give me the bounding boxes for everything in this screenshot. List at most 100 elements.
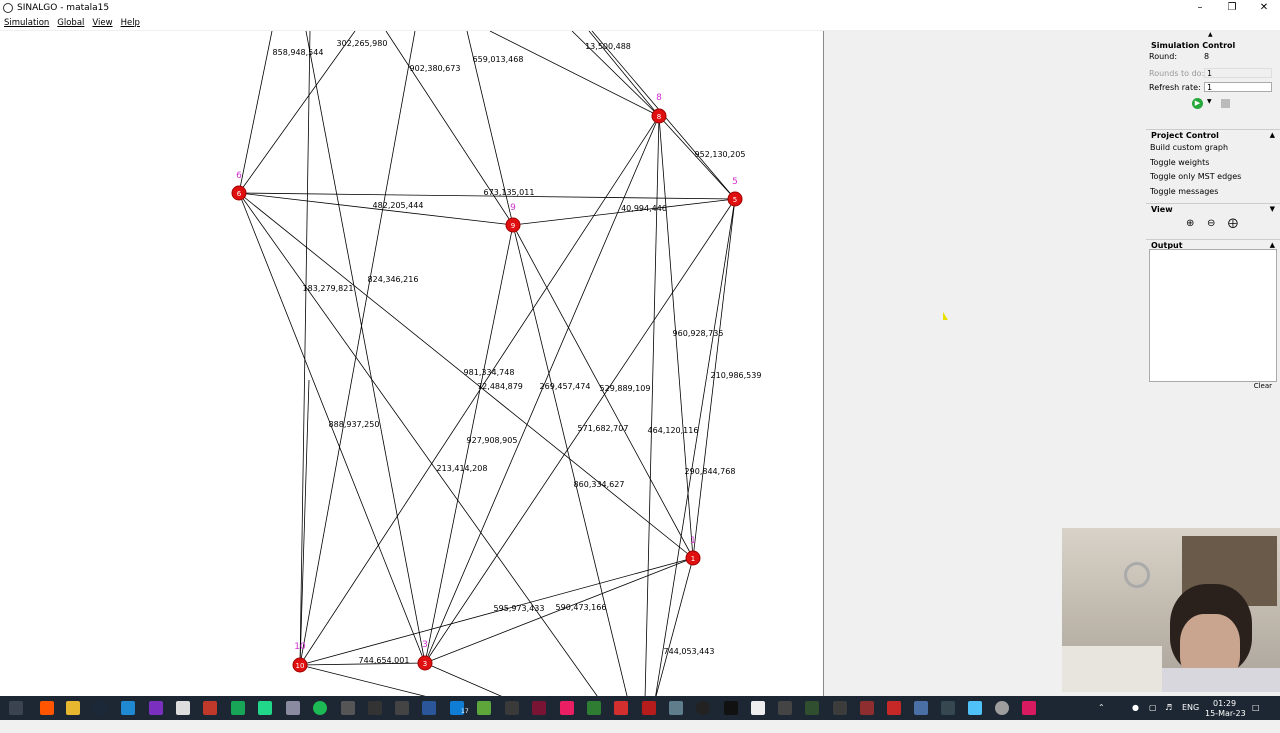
word-icon[interactable]: [422, 701, 436, 715]
netflix-icon[interactable]: [614, 701, 628, 715]
app-icon-33[interactable]: [914, 701, 928, 715]
app-icon-7[interactable]: [203, 701, 217, 715]
menu-help[interactable]: Help: [120, 17, 140, 28]
node-id-label: 3: [422, 640, 428, 650]
notification-count: 17: [461, 708, 469, 715]
dropdown-arrow-icon[interactable]: ▼: [1207, 98, 1212, 105]
app-icon-12[interactable]: [341, 701, 355, 715]
app-icon-29[interactable]: [805, 701, 819, 715]
edge: [655, 198, 736, 696]
simulation-control-title: Simulation Control: [1151, 41, 1236, 50]
windows-start-icon[interactable]: [9, 701, 23, 715]
app-icon-21[interactable]: [587, 701, 601, 715]
edge-weight: 302,265,980: [337, 39, 388, 48]
app-icon-27[interactable]: [751, 701, 765, 715]
vscode-icon[interactable]: [121, 701, 135, 715]
title-bar: SINALGO - matala15 – ❐ ✕: [0, 0, 1280, 15]
app-icon-18[interactable]: [505, 701, 519, 715]
scroll-up-icon[interactable]: ▲: [1208, 31, 1213, 38]
app-icon-34[interactable]: [941, 701, 955, 715]
microphone-icon[interactable]: ●: [1132, 703, 1139, 712]
notifications-icon[interactable]: □: [1252, 703, 1260, 712]
expand-icon[interactable]: ▼: [1269, 205, 1275, 213]
node-id-label: 10: [294, 642, 306, 652]
volume-icon[interactable]: ♬: [1165, 703, 1173, 712]
app-icon-30[interactable]: [833, 701, 847, 715]
graph-canvas[interactable]: 858,948,544 302,265,980 902,380,673 659,…: [0, 31, 824, 696]
graph-node[interactable]: 10 10: [292, 642, 308, 673]
menu-view[interactable]: View: [92, 17, 113, 28]
zoom-out-icon[interactable]: ⊖: [1207, 218, 1216, 229]
menu-simulation[interactable]: Simulation: [4, 17, 50, 28]
edge: [299, 31, 416, 666]
tray-chevron-icon[interactable]: ⌃: [1098, 703, 1105, 712]
collapse-icon[interactable]: ▲: [1269, 131, 1275, 139]
edge-weight: 744,053,443: [664, 647, 715, 656]
app-icon-10[interactable]: [286, 701, 300, 715]
output-header[interactable]: Output ▲: [1146, 239, 1280, 251]
app-icon-32[interactable]: [887, 701, 901, 715]
sinalgo-java-icon[interactable]: [1022, 701, 1036, 715]
language-indicator[interactable]: ENG: [1182, 703, 1200, 712]
graph-node[interactable]: 8 8: [651, 93, 667, 124]
graph-node[interactable]: 5 5: [727, 177, 743, 207]
file-explorer-icon[interactable]: [66, 701, 80, 715]
graph-node[interactable]: 6 6: [231, 171, 247, 201]
toggle-weights-link[interactable]: Toggle weights: [1150, 157, 1210, 167]
play-icon[interactable]: ▶: [1192, 98, 1203, 109]
minimize-icon[interactable]: –: [1197, 2, 1203, 13]
app-icon-26[interactable]: [724, 701, 738, 715]
app-icon-25[interactable]: [696, 701, 710, 715]
node-id-label: 1: [690, 536, 696, 546]
edge: [424, 662, 502, 696]
app-icon-24[interactable]: [669, 701, 683, 715]
spotify-icon[interactable]: [313, 701, 327, 715]
pycharm-icon[interactable]: [231, 701, 245, 715]
edge-weight: 902,380,673: [410, 64, 461, 73]
minecraft-icon[interactable]: [477, 701, 491, 715]
edge-weight: 210,986,539: [711, 371, 762, 380]
edge: [238, 192, 694, 559]
app-icon-20[interactable]: [560, 701, 574, 715]
rounds-to-do-field[interactable]: 1: [1204, 68, 1272, 78]
toggle-mst-edges-link[interactable]: Toggle only MST edges: [1150, 172, 1242, 181]
stop-icon[interactable]: [1221, 99, 1230, 108]
settings-icon[interactable]: [995, 701, 1009, 715]
clock-date[interactable]: 15-Mar-23: [1205, 709, 1246, 718]
steam-icon[interactable]: [93, 701, 107, 715]
unity-icon[interactable]: [176, 701, 190, 715]
graph-node[interactable]: 9 9: [505, 203, 521, 233]
view-header[interactable]: View ▼: [1146, 203, 1280, 215]
app-icon-31[interactable]: [860, 701, 874, 715]
clock-time[interactable]: 01:29: [1213, 699, 1237, 708]
app-icon-19[interactable]: [532, 701, 546, 715]
zoom-to-fit-icon[interactable]: ⨁: [1228, 218, 1238, 229]
project-control-header[interactable]: Project Control ▲: [1146, 129, 1280, 141]
toggle-messages-link[interactable]: Toggle messages: [1150, 186, 1219, 196]
close-icon[interactable]: ✕: [1259, 2, 1269, 13]
output-textarea[interactable]: [1149, 249, 1277, 382]
graph-node[interactable]: 1 1: [685, 536, 701, 566]
app-icon-35[interactable]: [968, 701, 982, 715]
collapse-icon[interactable]: ▲: [1269, 241, 1275, 249]
app-icon-13[interactable]: [368, 701, 382, 715]
webcam-overlay: [1062, 528, 1280, 692]
notification-app-icon[interactable]: [450, 701, 464, 715]
zoom-in-icon[interactable]: ⊕: [1186, 218, 1195, 229]
app-icon: [3, 2, 13, 13]
clear-button[interactable]: Clear: [1253, 382, 1272, 390]
intellij-icon[interactable]: [258, 701, 272, 715]
network-icon[interactable]: ▢: [1149, 703, 1157, 712]
brave-icon[interactable]: [40, 701, 54, 715]
graph-node[interactable]: 3 3: [417, 640, 433, 671]
build-custom-graph-link[interactable]: Build custom graph: [1150, 143, 1229, 152]
app-icon-28[interactable]: [778, 701, 792, 715]
edge: [588, 31, 660, 117]
menu-global[interactable]: Global: [57, 17, 85, 28]
app-icon-14[interactable]: [395, 701, 409, 715]
github-desktop-icon[interactable]: [149, 701, 163, 715]
app-icon-23[interactable]: [642, 701, 656, 715]
refresh-rate-field[interactable]: 1: [1204, 82, 1272, 92]
restore-icon[interactable]: ❐: [1227, 2, 1237, 13]
edges: [238, 31, 736, 696]
